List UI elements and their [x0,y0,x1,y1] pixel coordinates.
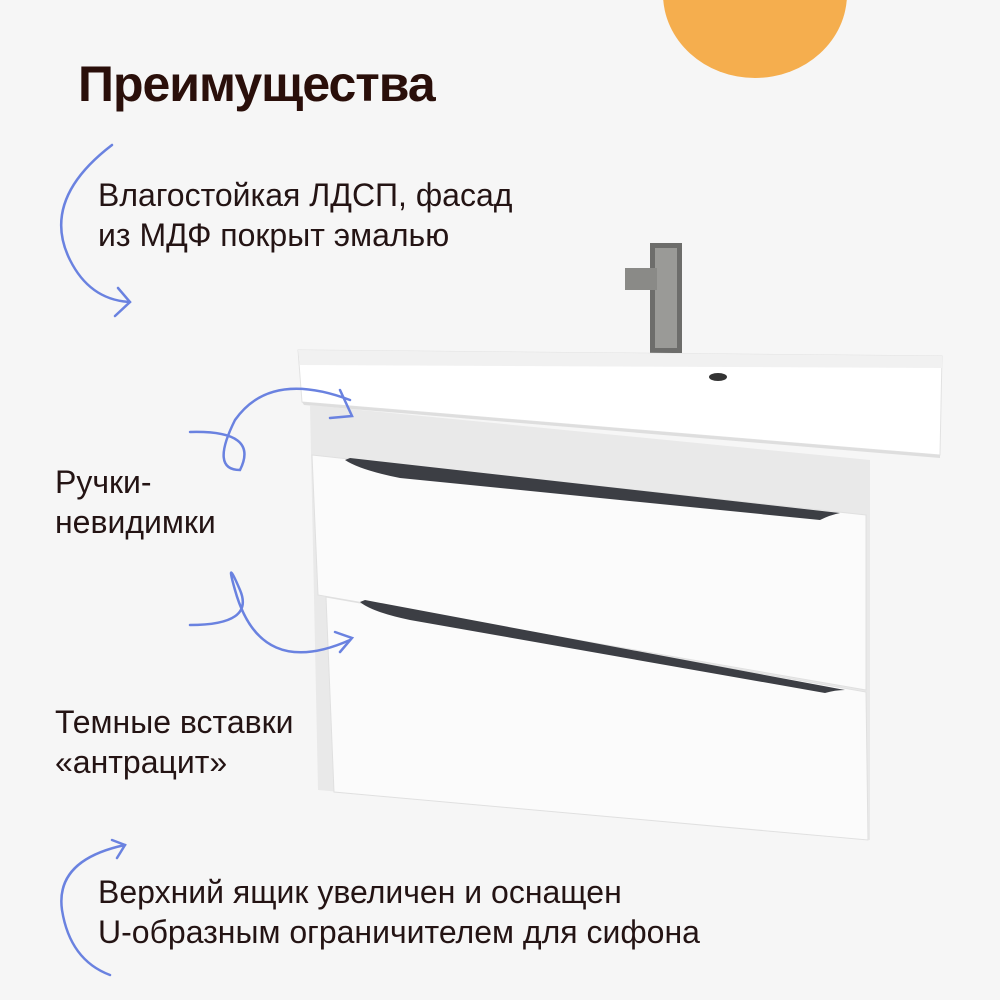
arrow-icons [59,143,355,977]
feature-material: Влагостойкая ЛДСП, фасад из МДФ покрыт э… [98,175,512,255]
arrowhead-icon [113,286,132,318]
arrowhead-icon [333,630,355,654]
feature-line: U-образным ограничителем для сифона [98,914,700,950]
curved-arrow-icon [60,843,127,977]
feature-line: «антрацит» [55,744,228,780]
vanity-image [297,243,943,841]
feature-line: Верхний ящик увеличен и оснащен [98,874,622,910]
top-drawer-handle [345,458,840,520]
feature-line: Темные вставки [55,704,294,740]
bottom-drawer-handle [360,600,845,693]
feature-line: Влагостойкая ЛДСП, фасад [98,177,513,213]
page-title: Преимущества [78,56,436,112]
feature-line: из МДФ покрыт эмалью [98,217,450,253]
sink-drain-hole [709,373,727,381]
feature-drawer: Верхний ящик увеличен и оснащен U-образн… [98,872,700,952]
loop-arrow-icon [188,387,352,472]
feature-line: Ручки- [55,464,152,500]
feature-handles: Ручки- невидимки [55,462,216,542]
arrowhead-icon [110,838,127,860]
top-drawer [311,454,867,691]
faucet-highlight [655,248,677,348]
feature-line: невидимки [55,504,216,540]
feature-inserts: Темные вставки «антрацит» [55,702,294,782]
sink-top-edge [298,350,942,368]
curved-arrow-icon [59,143,132,304]
loop-arrow-icon [188,571,352,654]
faucet-spout [625,268,657,290]
arrowhead-icon [328,388,354,420]
sink-shadow [302,402,940,458]
